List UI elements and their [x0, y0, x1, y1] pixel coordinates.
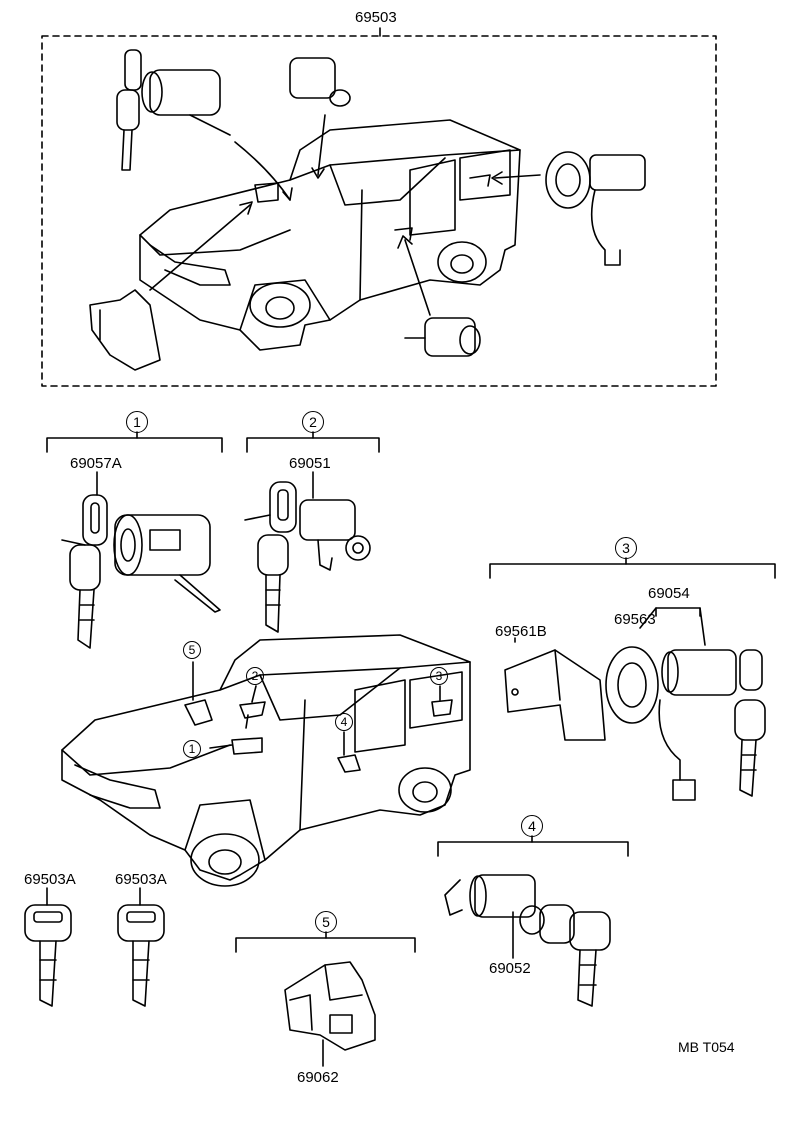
vehicle-callout-5: 5: [183, 641, 201, 659]
blank-key-2-drawing: [117, 887, 165, 1007]
part-69062-drawing: [284, 961, 376, 1067]
lower-vehicle-drawing: [61, 634, 471, 887]
top-parts-drawing: [89, 49, 646, 371]
group-2-number: 2: [302, 411, 324, 433]
bracket-3: [489, 563, 776, 579]
part-number-69054: 69054: [648, 585, 690, 602]
top-vehicle-drawing: [139, 119, 521, 351]
part-number-69051: 69051: [289, 455, 331, 472]
blank-key-1-drawing: [24, 887, 72, 1007]
lower-callout-drawing: [184, 661, 453, 773]
vehicle-callout-1: 1: [183, 740, 201, 758]
group-4-number: 4: [521, 815, 543, 837]
part-69052-drawing: [444, 874, 611, 1007]
figure-code: MB T054: [678, 1039, 735, 1055]
vehicle-callout-3: 3: [430, 667, 448, 685]
part-69057A-drawing: [61, 471, 221, 649]
blank-key-label-1: 69503A: [24, 871, 76, 888]
bracket-2: [246, 437, 380, 453]
group-1-number: 1: [126, 411, 148, 433]
blank-key-label-2: 69503A: [115, 871, 167, 888]
vehicle-callout-4: 4: [335, 713, 353, 731]
assembly-frame: [41, 35, 717, 387]
group-5-number: 5: [315, 911, 337, 933]
part-69054-drawing: [504, 607, 766, 801]
assembly-part-number: 69503: [355, 9, 397, 26]
vehicle-callout-2: 2: [246, 667, 264, 685]
part-number-69052: 69052: [489, 960, 531, 977]
part-number-69057A: 69057A: [70, 455, 122, 472]
bracket-5: [235, 937, 416, 953]
bracket-1: [46, 437, 223, 453]
group-3-number: 3: [615, 537, 637, 559]
part-number-69561B: 69561B: [495, 623, 547, 640]
part-number-69563: 69563: [614, 611, 656, 628]
part-number-69062: 69062: [297, 1069, 339, 1086]
bracket-4: [437, 841, 629, 857]
part-69051-drawing: [244, 471, 371, 633]
